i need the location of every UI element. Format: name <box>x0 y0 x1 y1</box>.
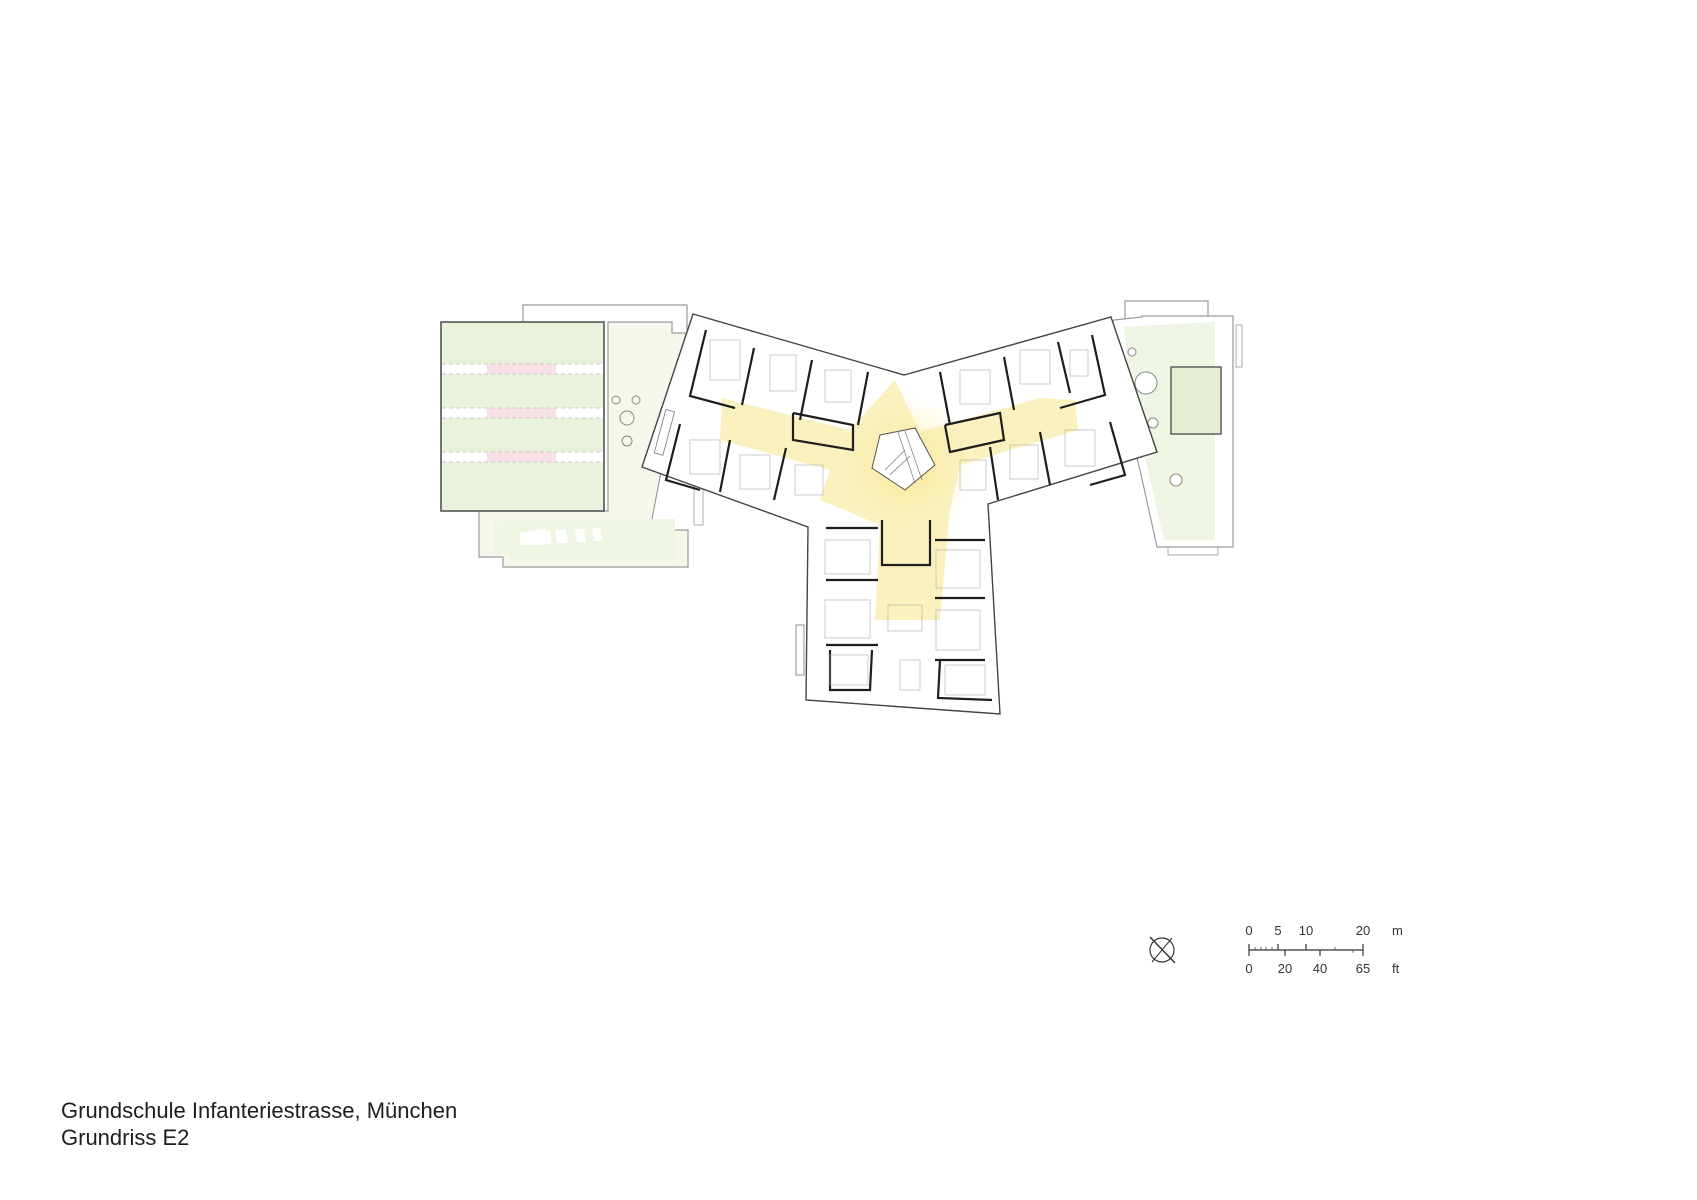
east-terrace <box>1111 300 1243 556</box>
scale-metric-unit: m <box>1392 923 1403 938</box>
west-terrace <box>478 304 704 568</box>
scale-imperial-tick: 65 <box>1355 961 1371 976</box>
scale-metric-tick: 10 <box>1298 923 1314 938</box>
scale-metric-tick: 5 <box>1274 923 1282 938</box>
green-roof <box>440 321 605 512</box>
scale-imperial-unit: ft <box>1392 961 1400 976</box>
drawing-subtitle: Grundriss E2 <box>61 1125 190 1150</box>
scale-imperial-tick: 40 <box>1312 961 1328 976</box>
scale-metric-tick: 0 <box>1245 923 1253 938</box>
scale-imperial-tick: 0 <box>1245 961 1253 976</box>
scale-bar-graphic <box>1248 944 1364 956</box>
scale-imperial-tick: 20 <box>1277 961 1293 976</box>
scale-metric-tick: 20 <box>1355 923 1371 938</box>
school-building <box>641 313 1158 715</box>
project-title: Grundschule Infanteriestrasse, München <box>61 1098 458 1123</box>
north-compass-icon <box>1149 936 1176 964</box>
drawing-caption: Grundschule Infanteriestrasse, München G… <box>61 1097 457 1151</box>
